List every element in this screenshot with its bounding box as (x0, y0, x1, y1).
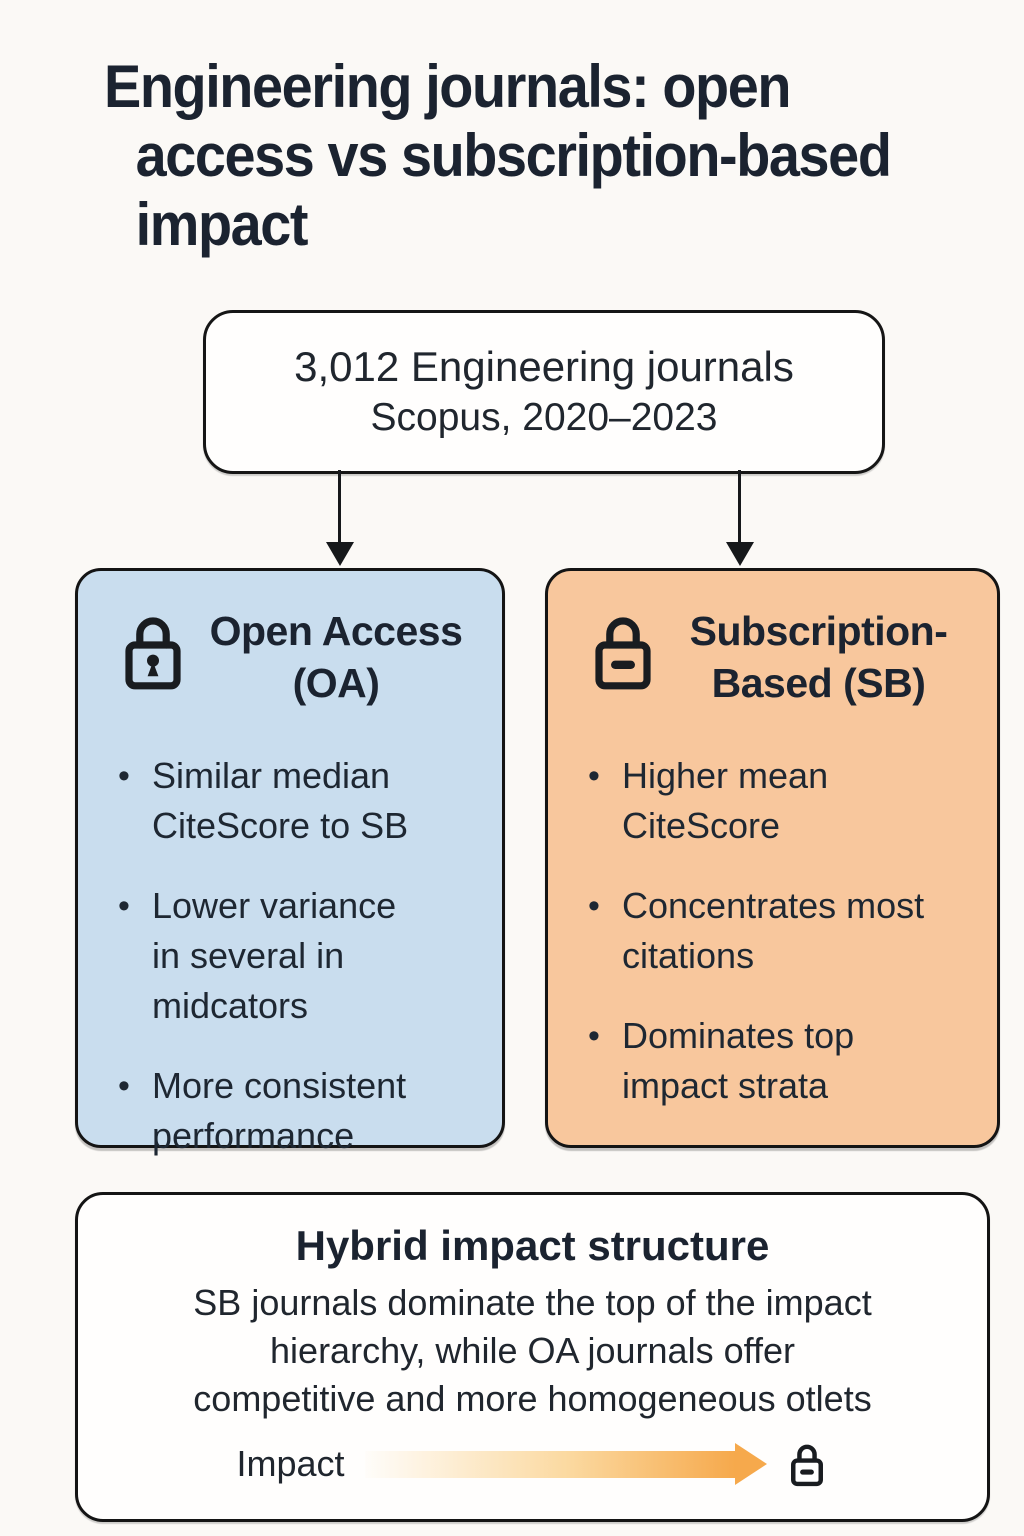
list-item: • Similar median CiteScore to SB (118, 751, 484, 851)
padlock-dash-icon (595, 617, 651, 690)
list-item: • Higher mean CiteScore (588, 751, 979, 851)
subscription-based-heading: Subscription- Based (SB) (689, 608, 948, 706)
summary-box: Hybrid impact structure SB journals domi… (75, 1192, 990, 1522)
bullet-text: Dominates top impact strata (622, 1015, 855, 1106)
flow-arrowhead-left (326, 542, 354, 566)
open-access-heading: Open Access (OA) (209, 608, 463, 706)
impact-arrowhead (734, 1443, 767, 1485)
open-access-bullets: • Similar median CiteScore to SB • Lower… (118, 751, 484, 1161)
open-access-box: Open Access (OA) • Similar median CiteSc… (75, 568, 505, 1156)
open-access-header: Open Access (OA) (78, 571, 502, 709)
subscription-based-header: Subscription- Based (SB) (548, 571, 997, 709)
flow-line-right (738, 470, 741, 544)
bullet-dot: • (588, 887, 600, 925)
bullet-dot: • (118, 1067, 130, 1105)
bullet-text: Concentrates most citations (622, 885, 925, 976)
source-box: 3,012 Engineering journals Scopus, 2020–… (203, 310, 885, 474)
summary-heading: Hybrid impact structure (295, 1222, 770, 1269)
list-item: • Dominates top impact strata (588, 1011, 979, 1111)
subscription-based-box: Subscription- Based (SB) • Higher mean C… (545, 568, 1000, 1148)
bullet-dot: • (118, 757, 130, 795)
impact-lock-icon (790, 1444, 823, 1487)
list-item: • Lower variance in several in midcators (118, 881, 484, 1031)
list-item: • Concentrates most citations (588, 881, 979, 981)
list-item: • More consistent performance (118, 1061, 484, 1161)
flow-arrowhead-right (726, 542, 754, 566)
bullet-text: Lower variance in several in midcators (152, 885, 397, 1026)
bullet-dot: • (588, 1017, 600, 1055)
flow-line-left (338, 470, 341, 544)
source-count: 3,012 Engineering journals (294, 343, 794, 390)
impact-arrow-bar (364, 1450, 735, 1478)
page-title: Engineering journals: open access vs sub… (104, 53, 892, 258)
summary-body: SB journals dominate the top of the impa… (193, 1282, 872, 1419)
source-database-years: Scopus, 2020–2023 (370, 396, 718, 439)
bullet-text: Higher mean CiteScore (622, 755, 829, 846)
padlock-keyhole-icon (125, 617, 181, 690)
bullet-dot: • (118, 887, 130, 925)
bullet-dot: • (588, 757, 600, 795)
impact-axis-label: Impact (236, 1443, 345, 1484)
bullet-text: Similar median CiteScore to SB (152, 755, 409, 846)
subscription-based-bullets: • Higher mean CiteScore • Concentrates m… (588, 751, 979, 1111)
impact-axis: Impact (236, 1439, 828, 1489)
bullet-text: More consistent performance (152, 1065, 407, 1156)
impact-gradient-arrow (364, 1443, 767, 1485)
